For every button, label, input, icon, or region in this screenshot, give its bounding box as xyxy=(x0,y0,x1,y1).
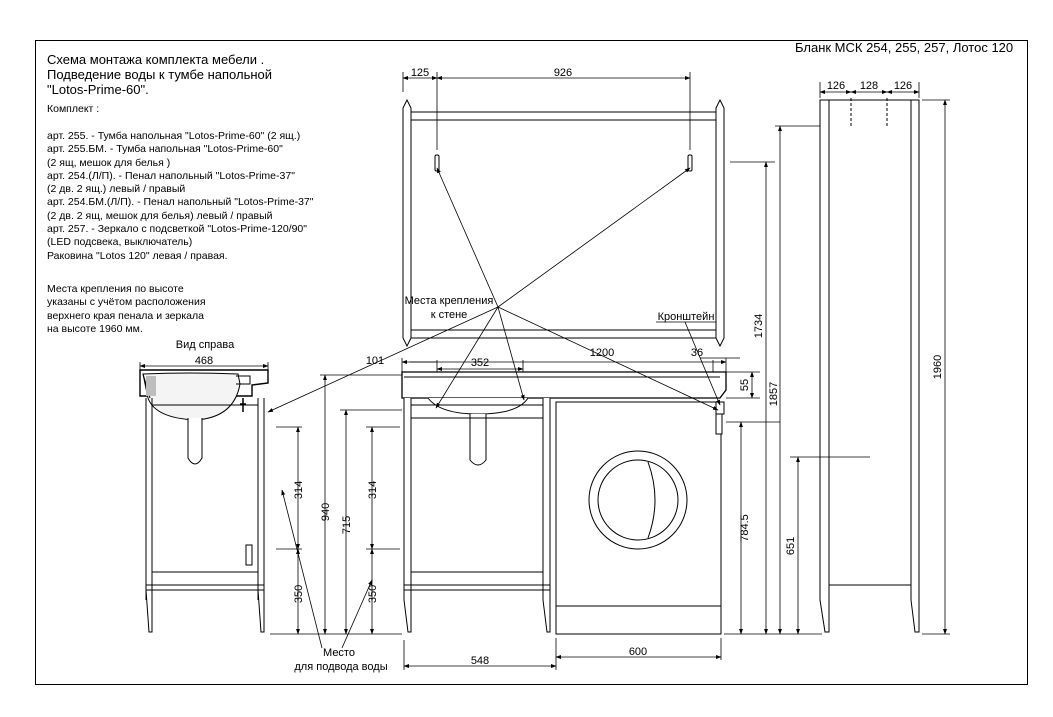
dim-label-784-5: 784.5 xyxy=(739,514,751,542)
dim-label-651: 651 xyxy=(785,537,797,555)
kit-heading: Комплект : xyxy=(47,103,100,115)
form-number: Бланк МСК 254, 255, 257, Лотос 120 xyxy=(795,40,1014,55)
dim-label-468: 468 xyxy=(195,355,213,367)
side-view-label: Вид справа xyxy=(176,339,235,351)
scheme-title-line-1: Схема монтажа комплекта мебели . xyxy=(47,52,265,67)
scheme-title-line-3: "Lotos-Prime-60". xyxy=(47,82,149,97)
dim-label-715: 715 xyxy=(341,516,353,534)
bracket xyxy=(715,401,725,415)
mirror-dims xyxy=(402,72,691,150)
side-view-cabinet xyxy=(139,369,269,633)
wall-mount-label-2: к стене xyxy=(431,309,468,321)
scheme-title-line-2: Подведение воды к тумбе напольной xyxy=(47,67,273,82)
dim-468 xyxy=(139,362,269,370)
dim-label-350: 350 xyxy=(293,585,305,603)
dim-label-1857: 1857 xyxy=(768,382,780,406)
dim-label-126-left: 126 xyxy=(827,80,845,92)
side-dims xyxy=(270,374,404,635)
dim-label-940: 940 xyxy=(320,503,332,521)
kit-line: арт. 255. - Тумба напольная "Lotos-Prime… xyxy=(47,130,301,142)
note-line: Места крепления по высоте xyxy=(47,283,184,295)
dim-label-126-right: 126 xyxy=(894,80,912,92)
dim-label-350-front: 350 xyxy=(367,585,379,603)
dim-label-548: 548 xyxy=(471,655,489,667)
tall-cabinet-dims xyxy=(790,82,950,635)
dim-label-926: 926 xyxy=(554,67,572,79)
note-line: указаны с учётом расположения xyxy=(47,296,206,309)
dim-label-101: 101 xyxy=(366,355,384,367)
kit-line: Раковина "Lotos 120" левая / правая. xyxy=(47,249,228,262)
dim-label-1200: 1200 xyxy=(590,347,614,359)
water-supply-label-2: для подвода воды xyxy=(294,661,387,673)
vanity-front xyxy=(401,371,727,633)
dim-label-128: 128 xyxy=(860,80,878,92)
tall-cabinet xyxy=(819,98,920,633)
kit-line: (LED подсвека, выключатель) xyxy=(47,236,193,249)
mount-height-note: Места крепления по высоте указаны с учёт… xyxy=(47,283,206,336)
kit-line: арт. 254.(Л/П). - Пенал напольный "Lotos… xyxy=(47,169,295,182)
kit-line: (2 ящ, мешок для белья ) xyxy=(47,156,171,169)
drawing-frame xyxy=(35,40,1028,685)
dim-label-352: 352 xyxy=(471,357,489,369)
dim-label-600: 600 xyxy=(629,646,647,658)
dim-label-55: 55 xyxy=(739,379,751,391)
dim-label-36: 36 xyxy=(691,347,703,359)
basin-hatch xyxy=(146,376,156,396)
leader-lines xyxy=(267,167,721,649)
dim-label-1734: 1734 xyxy=(753,314,765,338)
note-line: верхнего края пенала и зеркала xyxy=(47,309,204,322)
kit-line: арт. 254.БМ.(Л/П). - Пенал напольный "Lo… xyxy=(47,196,314,209)
kit-list: арт. 255. - Тумба напольная "Lotos-Prime… xyxy=(47,130,313,263)
kit-line: (2 дв. 2 ящ.) левый / правый xyxy=(47,183,186,196)
vanity-dims xyxy=(340,125,822,670)
dim-label-1960: 1960 xyxy=(932,355,944,379)
kit-line: арт. 257. - Зеркало с подсветкой "Lotos-… xyxy=(47,223,307,236)
note-line: на высоте 1960 мм. xyxy=(47,322,143,335)
wall-mount-label-1: Места крепления xyxy=(405,295,494,307)
mirror xyxy=(402,98,725,348)
bracket-label: Кронштейн xyxy=(658,311,715,323)
dim-label-314: 314 xyxy=(293,481,305,499)
washing-machine xyxy=(555,401,723,635)
kit-line: арт. 255.БМ. - Тумба напольная "Lotos-Pr… xyxy=(47,143,283,156)
dim-label-125: 125 xyxy=(411,67,429,79)
dim-label-314-front: 314 xyxy=(367,481,379,499)
kit-line: (2 дв. 2 ящ, мешок для белья) левый / пр… xyxy=(47,209,273,222)
water-supply-label-1: Место xyxy=(323,647,355,659)
